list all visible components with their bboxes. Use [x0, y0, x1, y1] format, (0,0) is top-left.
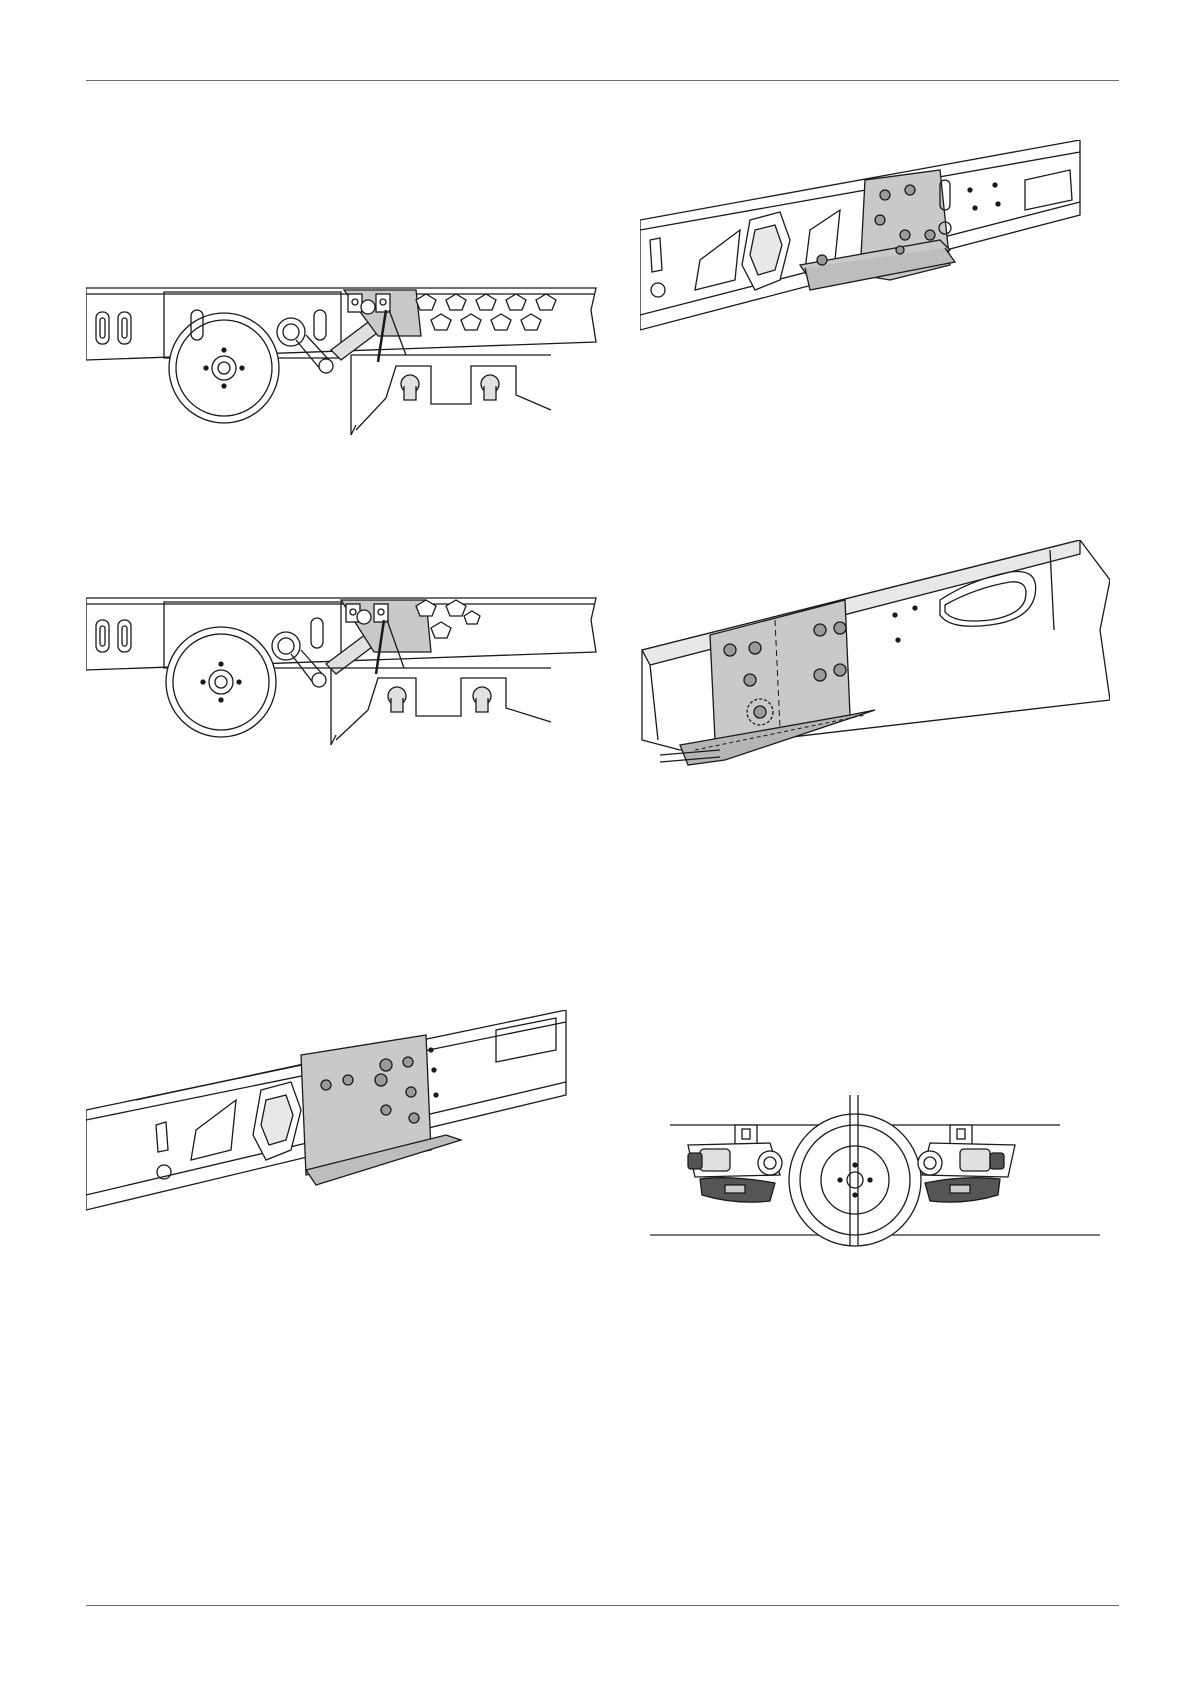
figure-mover-units-front	[640, 1085, 1110, 1255]
figure-chassis-side-2	[86, 590, 606, 785]
figure-frame-bracket-closeup	[640, 540, 1110, 780]
figure-chassis-side-1	[86, 280, 606, 475]
figure-frame-bracket-perspective-1	[640, 140, 1095, 345]
figure-frame-bracket-perspective-2	[86, 1010, 576, 1215]
footer-rule	[86, 1605, 1119, 1606]
header-rule	[86, 80, 1119, 81]
